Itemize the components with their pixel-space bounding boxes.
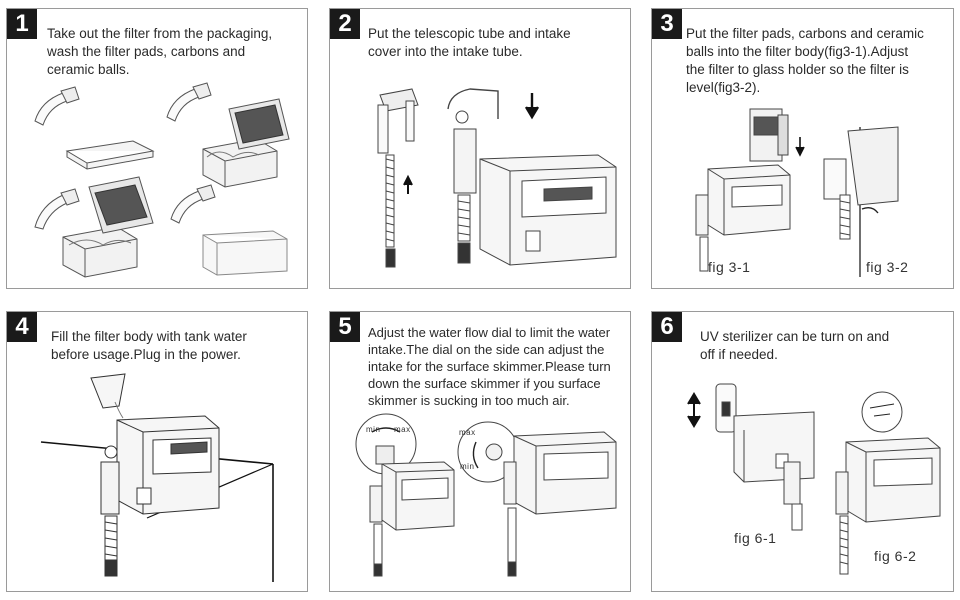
- filter-body: [836, 438, 940, 574]
- uv-sterilizer-illustration: [652, 312, 954, 592]
- step-instruction: Fill the filter body with tank water bef…: [51, 329, 247, 362]
- step-number: 4: [7, 312, 37, 342]
- ceramic-box: [203, 231, 287, 275]
- filter-placement-illustration: [652, 9, 954, 289]
- filter-box-open: [63, 177, 153, 277]
- step-number: 1: [7, 9, 37, 39]
- filter-body: [504, 432, 616, 576]
- telescopic-tube-illustration: [330, 9, 631, 289]
- flow-dial-illustration: [330, 312, 631, 592]
- step-2-panel: 2 Put the telescopic tube and intake cov…: [329, 8, 631, 289]
- step-1-panel: 1 Take out the filter from the packaging…: [6, 8, 308, 289]
- fill-water-illustration: [7, 312, 308, 592]
- intake-tube: [378, 89, 418, 267]
- arrow-down-icon: [526, 93, 538, 117]
- up-down-arrow-icon: [688, 394, 700, 426]
- faucet-icon: [35, 87, 79, 125]
- filter-body: [696, 165, 790, 271]
- step-instruction: Put the filter pads, carbons and ceramic…: [686, 26, 924, 95]
- dial-min-label: min: [460, 462, 475, 471]
- filter-pad: [67, 141, 153, 169]
- step-3-panel: 3 Put the filter pads, carbons and ceram…: [651, 8, 954, 289]
- filter-body: [101, 416, 219, 576]
- step-instruction: Adjust the water flow dial to limit the …: [368, 325, 611, 408]
- step-instruction: UV sterilizer can be turn on and off if …: [700, 329, 890, 362]
- fig-6-2-label: fig 6-2: [874, 548, 917, 564]
- step-instruction: Put the telescopic tube and intake cover…: [368, 26, 571, 59]
- faucet-icon: [171, 185, 215, 223]
- step-instruction: Take out the filter from the packaging, …: [47, 26, 273, 77]
- fig-3-2-label: fig 3-2: [866, 259, 909, 275]
- filter-body: [370, 462, 454, 576]
- step-number: 2: [330, 9, 360, 39]
- step-4-panel: 4 Fill the filter body with tank water b…: [6, 311, 308, 592]
- cup-icon: [91, 374, 125, 408]
- filter-body: [448, 89, 616, 265]
- step-5-panel: 5 Adjust the water flow dial to limit th…: [329, 311, 631, 592]
- filter-cartridge: [750, 109, 788, 161]
- arrow-up-icon: [404, 177, 412, 194]
- arrow-down-icon: [796, 137, 804, 155]
- faucet-icon: [167, 83, 211, 121]
- step-number: 5: [330, 312, 360, 342]
- glass-holder: [824, 127, 898, 277]
- step-6-panel: 6 UV sterilizer can be turn on and off i…: [651, 311, 954, 592]
- fig-6-1-label: fig 6-1: [734, 530, 777, 546]
- dial-max-label: max: [394, 425, 411, 434]
- dial-min-label: min: [366, 425, 381, 434]
- dial-max-label: max: [459, 428, 476, 437]
- step-number: 6: [652, 312, 682, 342]
- zoom-circle: [862, 392, 902, 432]
- faucet-icon: [35, 189, 79, 229]
- filter-body: [734, 412, 814, 530]
- fig-3-1-label: fig 3-1: [708, 259, 751, 275]
- step-number: 3: [652, 9, 682, 39]
- filter-box: [203, 99, 289, 187]
- washing-illustration: [7, 9, 308, 289]
